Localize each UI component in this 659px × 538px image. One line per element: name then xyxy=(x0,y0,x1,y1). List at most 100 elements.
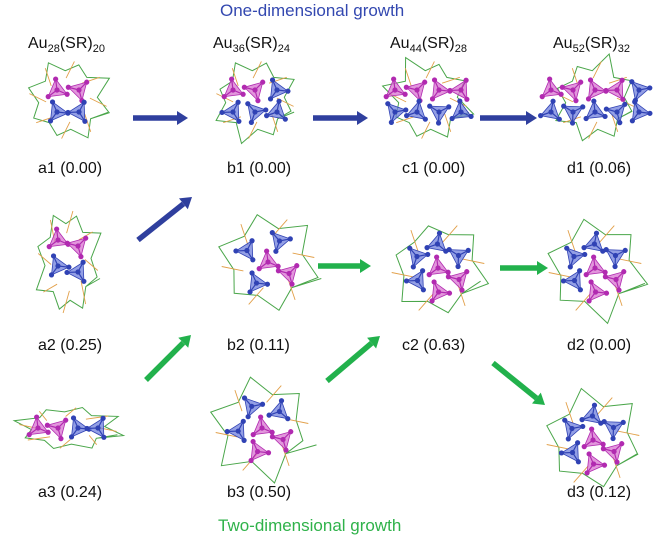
label-d2: d2 (0.00) xyxy=(567,337,632,354)
blue-tetrahedron xyxy=(562,417,586,442)
formula-d: Au52(SR)32 xyxy=(553,35,630,56)
pink-tetrahedron xyxy=(269,429,294,453)
blue-tetrahedron xyxy=(241,395,266,420)
blue-tetrahedron xyxy=(233,238,256,263)
blue-tetrahedron xyxy=(266,398,291,422)
blue-tetrahedron xyxy=(48,253,72,278)
blue-tetrahedron xyxy=(219,99,242,124)
staple-motif-orange xyxy=(19,407,117,449)
formula-b: Au36(SR)24 xyxy=(213,35,290,56)
blue-tetrahedron xyxy=(449,98,474,122)
pink-tetrahedron xyxy=(426,254,451,278)
blue-tetrahedron xyxy=(424,230,449,254)
pink-tetrahedron xyxy=(539,76,564,100)
structure-a3 xyxy=(12,406,126,450)
structure-d1 xyxy=(538,52,653,142)
staple-motif-orange xyxy=(37,210,99,314)
blue-tetrahedron xyxy=(224,418,247,443)
blue-tetrahedron xyxy=(403,268,426,293)
blue-tetrahedron xyxy=(64,259,87,284)
arrow-b1-to-c1 xyxy=(313,111,368,125)
pink-tetrahedron xyxy=(248,438,272,464)
label-b1: b1 (0.00) xyxy=(227,160,292,177)
pink-tetrahedron xyxy=(403,79,428,104)
blue-tetrahedron xyxy=(538,98,562,122)
arrow-c2-to-d3 xyxy=(491,360,545,405)
label-d3: d3 (0.12) xyxy=(567,484,632,501)
pink-tetrahedron xyxy=(256,248,281,272)
staple-motif-orange xyxy=(29,61,107,139)
blue-tetrahedron xyxy=(560,268,583,293)
label-a2: a2 (0.25) xyxy=(38,337,103,354)
blue-tetrahedron xyxy=(558,440,581,465)
label-a3: a3 (0.24) xyxy=(38,484,103,501)
blue-tetrahedron xyxy=(404,98,428,122)
pink-tetrahedron xyxy=(559,79,584,104)
pink-tetrahedron xyxy=(250,414,275,438)
arrow-a3-to-b2 xyxy=(144,335,191,382)
header-one-dimensional: One-dimensional growth xyxy=(220,1,405,20)
pink-tetrahedron xyxy=(65,79,90,104)
structure-b2 xyxy=(218,213,322,312)
label-d1: d1 (0.06) xyxy=(567,160,632,177)
blue-tetrahedron xyxy=(247,270,271,295)
arrow-c1-to-d1 xyxy=(480,111,537,125)
staple-motif xyxy=(209,376,317,484)
staple-motif xyxy=(12,406,126,450)
blue-tetrahedron xyxy=(267,77,291,102)
pink-tetrahedron xyxy=(241,79,266,104)
pink-tetrahedron xyxy=(429,279,453,304)
structure-c2 xyxy=(391,225,490,314)
label-c1: c1 (0.00) xyxy=(402,160,466,177)
structure-a2 xyxy=(35,210,102,314)
blue-tetrahedron xyxy=(603,101,628,126)
blue-tetrahedron xyxy=(269,230,293,254)
pink-tetrahedron xyxy=(45,76,70,100)
staple-motif xyxy=(35,214,102,310)
arrow-a1-to-b1 xyxy=(133,111,188,125)
structure-b3 xyxy=(209,376,317,484)
arrow-b3-to-c2 xyxy=(325,336,380,384)
pink-tetrahedron xyxy=(581,426,606,450)
blue-tetrahedron xyxy=(245,101,269,125)
arrow-b2-to-c2 xyxy=(318,259,371,273)
pink-tetrahedron xyxy=(275,263,300,287)
staple-motif xyxy=(27,62,111,139)
blue-tetrahedron xyxy=(407,245,431,270)
staple-motif-orange xyxy=(221,219,315,305)
label-b2: b2 (0.11) xyxy=(227,337,290,354)
structure-d3 xyxy=(546,387,640,488)
staple-motif xyxy=(215,62,295,145)
pink-tetrahedron xyxy=(603,77,626,102)
staple-motif xyxy=(547,218,649,325)
pink-tetrahedron xyxy=(429,77,453,102)
label-b3: b3 (0.50) xyxy=(227,484,292,501)
staple-motif-orange xyxy=(548,225,642,311)
staple-motif-orange xyxy=(546,397,640,483)
staple-motif-orange xyxy=(391,225,485,311)
pink-tetrahedron xyxy=(383,76,408,100)
pink-tetrahedron xyxy=(221,76,246,100)
blue-tetrahedron xyxy=(385,101,409,125)
structure-c1 xyxy=(381,56,475,139)
blue-tetrahedron xyxy=(629,79,653,103)
label-a1: a1 (0.00) xyxy=(38,160,103,177)
blue-tetrahedron xyxy=(603,247,628,270)
arrow-a2-to-b1 xyxy=(136,197,192,243)
pink-tetrahedron xyxy=(64,235,89,260)
blue-tetrahedron xyxy=(601,419,626,442)
pink-tetrahedron xyxy=(586,279,610,304)
pink-tetrahedron xyxy=(26,414,51,438)
blue-tetrahedron xyxy=(264,98,288,122)
pink-tetrahedron xyxy=(584,451,608,476)
staple-motif-orange xyxy=(389,61,467,139)
blue-tetrahedron xyxy=(561,103,586,126)
pink-tetrahedron xyxy=(447,77,470,102)
pink-tetrahedron xyxy=(46,226,71,250)
blue-tetrahedron xyxy=(65,99,88,124)
label-c2: c2 (0.63) xyxy=(402,337,466,354)
pink-tetrahedron xyxy=(445,269,470,293)
blue-tetrahedron xyxy=(629,99,653,124)
blue-tetrahedron xyxy=(579,402,604,426)
